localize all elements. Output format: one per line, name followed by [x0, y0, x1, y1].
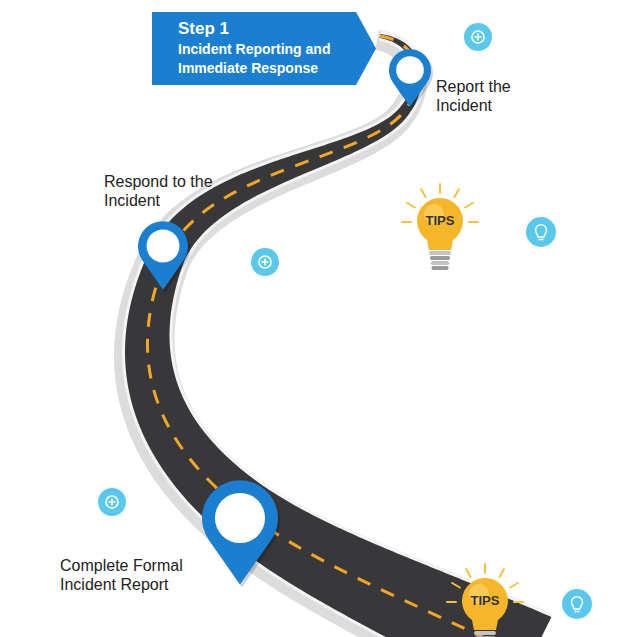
- road-surface: [125, 34, 551, 637]
- step-subtitle: Incident Reporting and Immediate Respons…: [178, 40, 346, 78]
- pin-label: Respond to the Incident: [104, 172, 214, 210]
- bulb-icon: [526, 217, 556, 247]
- tips-text: TIPS: [400, 213, 480, 228]
- road-shadow: [114, 30, 552, 637]
- road-edge: [122, 31, 553, 637]
- location-pin: [202, 480, 280, 587]
- pin-label-text: Respond to the Incident: [104, 172, 214, 210]
- bulb-icon: [562, 589, 592, 619]
- icon-set: [98, 23, 592, 619]
- tips-bulb: TIPS: [400, 186, 480, 270]
- plus-icon: [251, 248, 279, 276]
- step-banner: Step 1Incident Reporting and Immediate R…: [152, 12, 376, 85]
- tips-bulb: TIPS: [445, 566, 525, 637]
- bulb-shape: [400, 186, 480, 270]
- road-centerline: [147, 36, 530, 637]
- pin-label: Report the Incident: [436, 77, 536, 115]
- location-pin: [138, 221, 190, 293]
- pin-label-text: Complete Formal Incident Report: [60, 556, 210, 594]
- tips-text: TIPS: [445, 593, 525, 608]
- plus-icon: [464, 23, 492, 51]
- pin-label: Complete Formal Incident Report: [60, 556, 210, 594]
- pin-label-text: Report the Incident: [436, 77, 536, 115]
- step-title: Step 1: [178, 18, 346, 40]
- plus-icon: [98, 488, 126, 516]
- location-pins: [138, 49, 433, 587]
- road: [114, 30, 553, 637]
- location-pin: [389, 49, 433, 110]
